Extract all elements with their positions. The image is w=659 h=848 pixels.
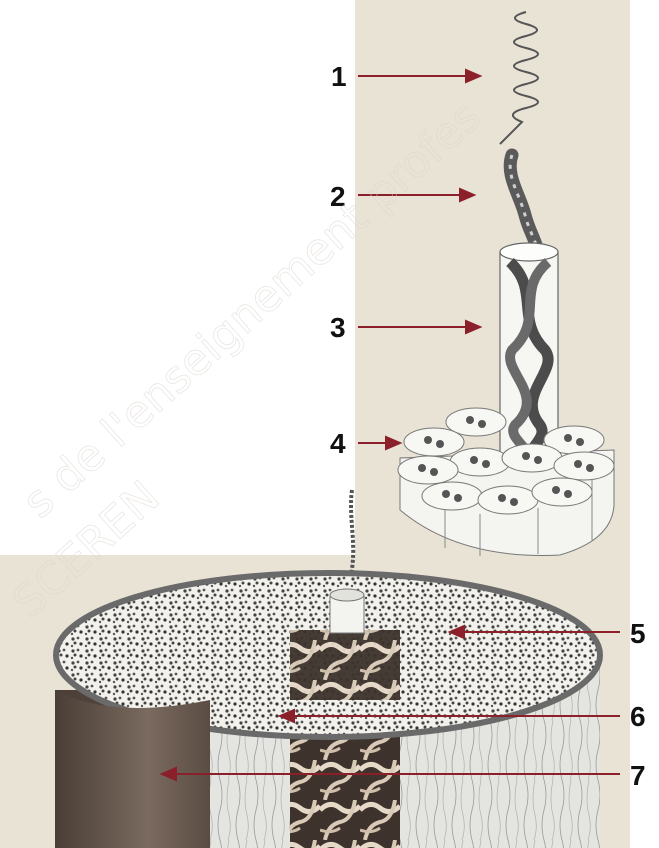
bone-cylinder	[55, 573, 600, 848]
label-6: 6	[630, 701, 646, 732]
label-7: 7	[630, 760, 646, 791]
small-strand	[350, 490, 353, 580]
label-1: 1	[331, 61, 347, 92]
label-4: 4	[330, 428, 346, 459]
label-3: 3	[330, 312, 346, 343]
label-5: 5	[630, 618, 646, 649]
